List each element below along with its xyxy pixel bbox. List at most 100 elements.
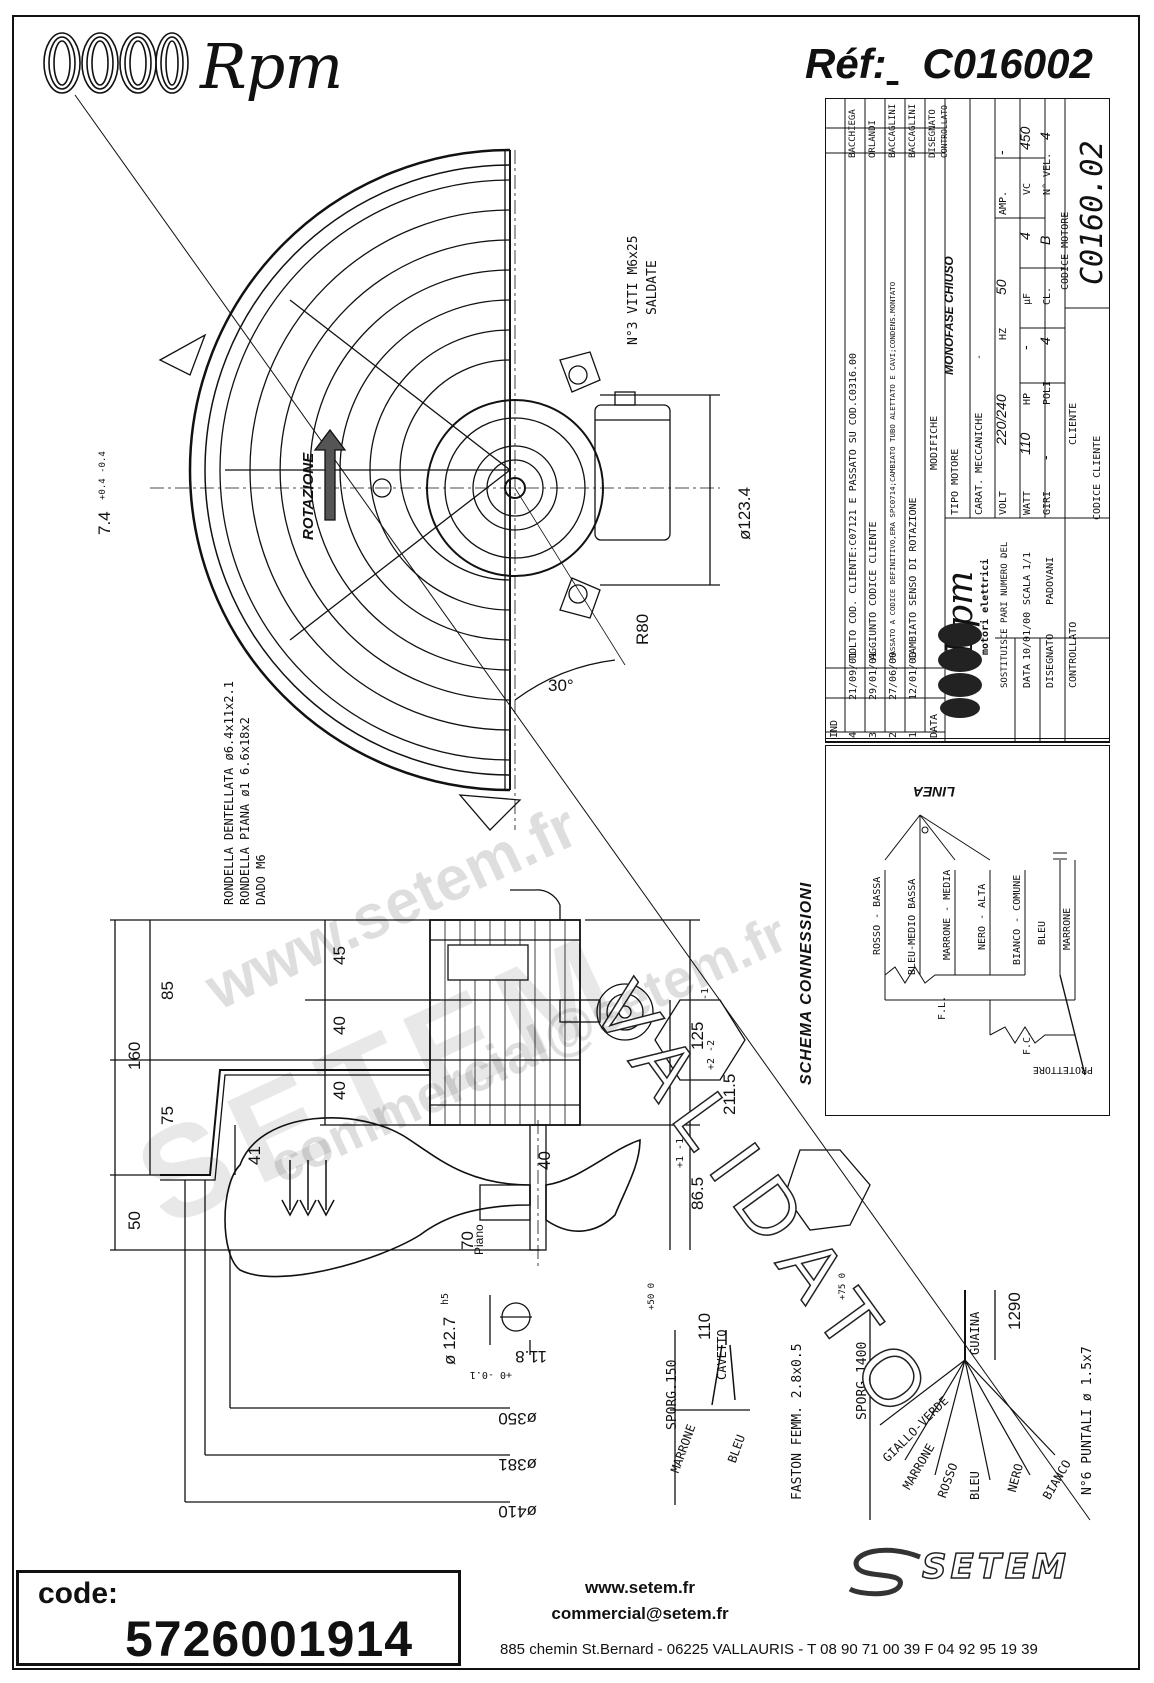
codice-motore-value: C0160.02	[1075, 140, 1110, 286]
ref-value: C016002	[922, 40, 1093, 87]
rev-4-text: TOLTO COD. CLIENTE:C07121 E PASSATO SU C…	[848, 352, 859, 660]
wire-nero-alta: NERO - ALTA	[977, 883, 988, 950]
sostituisce-label: SOSTITUISCE PARI NUMERO DEL	[1000, 541, 1010, 688]
rotazione-label: ROTAZIONE	[300, 452, 317, 540]
disegnato-value: PADOVANI	[1045, 556, 1056, 605]
dim-85: 85	[158, 981, 177, 1000]
dim-410: ø410	[498, 1502, 537, 1521]
col-disegnato: DISEGNATO	[928, 109, 938, 158]
col-controllato: CONTROLLATO	[940, 105, 949, 158]
uf-value: 4	[1017, 232, 1033, 240]
wire-marrone-media: MARRONE - MEDIA	[942, 869, 953, 960]
puntali-label: N°6 PUNTALI ø 1.5x7	[1080, 1346, 1095, 1495]
dim-7-4: 7.4	[95, 511, 114, 535]
wire-bleu-medio-bassa: BLEU-MEDIO BASSA	[907, 878, 918, 975]
rev-2-ind: 2	[888, 731, 899, 738]
dim-angle: 30°	[548, 676, 574, 695]
disegnato-label: DISEGNATO	[1045, 633, 1056, 688]
dim-110: 110	[695, 1312, 714, 1340]
wire-bianco-comune: BIANCO - COMUNE	[1012, 874, 1023, 965]
tipo-motore-label: TIPO MOTORE	[950, 448, 961, 515]
cl-value: B	[1037, 235, 1053, 245]
wiring-diagram	[825, 745, 1110, 1116]
wiring-fl: F.L.	[937, 995, 948, 1020]
amp-label: AMP.	[998, 190, 1009, 215]
dim-40-c: 40	[535, 1151, 554, 1170]
brand-name: Rpm	[200, 30, 343, 103]
tol-12-7: h5	[440, 1292, 451, 1305]
dim-11-8: 11.8	[515, 1347, 547, 1366]
wire-right-bleu: BLEU	[968, 1471, 982, 1500]
setem-swoosh-icon	[848, 1547, 921, 1597]
dim-r80: R80	[633, 613, 652, 645]
rev-3-text: AGGIUNTO CODICE CLIENTE	[868, 521, 879, 660]
rev-4-ind: 4	[848, 731, 859, 738]
rev-1-by: BACCAGLINI	[908, 103, 918, 158]
cliente-label: CLIENTE	[1068, 402, 1079, 445]
rev-4-by: BACCHIEGA	[848, 109, 858, 158]
guaina-label: GUAINA	[968, 1311, 982, 1355]
codice-motore-label: CODICE MOTORE	[1060, 211, 1071, 290]
volt-value: 220/240	[993, 394, 1009, 445]
piano-label: Piano	[472, 1224, 486, 1255]
controllato-label: CONTROLLATO	[1068, 621, 1079, 688]
rev-2-by: BACCAGLINI	[888, 103, 898, 158]
dado: DADO M6	[254, 854, 268, 905]
dim-50: 50	[125, 1211, 144, 1230]
wiring-fc: F.C.	[1022, 1030, 1033, 1055]
rev-2-text: PASSATO A CODICE DEFINITIVO,ERA SPC0714;…	[888, 281, 897, 660]
poli-label: POLI	[1042, 380, 1053, 405]
rondella-2: RONDELLA PIANA ø1 6.6x18x2	[238, 717, 252, 905]
watt-value: 110	[1017, 432, 1033, 455]
uf-label: µF	[1022, 292, 1033, 305]
data-value: 10/01/00	[1022, 611, 1033, 660]
hz-label: HZ	[998, 327, 1009, 340]
code-value: 5726001914	[125, 1611, 414, 1667]
code-label: code:	[38, 1577, 119, 1610]
giri-label: GIRI	[1042, 490, 1053, 515]
vc-value: 450	[1017, 126, 1033, 150]
rpm-coil-logo	[43, 32, 189, 94]
wiring-title: SCHEMA CONNESSIONI	[798, 881, 815, 1085]
rev-1-ind: 1	[908, 731, 919, 738]
footer-email[interactable]: commercial@setem.fr	[551, 1604, 729, 1623]
title-logo-coils	[938, 623, 982, 718]
wire-marrone: MARRONE	[1062, 907, 1073, 950]
cavetto-label: CAVETTO	[715, 1329, 729, 1380]
rondella-1: RONDELLA DENTELLATA ø6.4x11x2.1	[222, 681, 236, 905]
nvel-value: 4	[1037, 132, 1053, 140]
nvel-label: N° VEL.	[1042, 152, 1053, 195]
code-box	[16, 1570, 461, 1666]
ref-label: Réf:	[805, 40, 887, 87]
drawing-frame	[12, 15, 1140, 1670]
col-modifiche: MODIFICHE	[929, 415, 940, 470]
hp-label: HP	[1022, 392, 1033, 405]
tipo-motore-value: MONOFASE CHIUSO	[942, 256, 956, 375]
wire-rosso-bassa: ROSSO - BASSA	[872, 876, 883, 955]
watt-label: WATT	[1022, 490, 1033, 515]
dim-160: 160	[125, 1041, 144, 1070]
rev-3-ind: 3	[868, 731, 879, 738]
data-label: DATA	[1022, 663, 1033, 688]
carat-value: -	[974, 353, 985, 360]
dim-1290: 1290	[1005, 1292, 1024, 1330]
title-block-frame	[825, 98, 1110, 743]
dim-350: ø350	[498, 1409, 537, 1428]
viti-label: N°3 VITI M6x25	[626, 235, 641, 345]
codice-cliente-label: CODICE CLIENTE	[1092, 435, 1103, 520]
saldate-label: SALDATE	[645, 260, 660, 315]
faston-label: FASTON FEMM. 2.8x0.5	[790, 1343, 805, 1500]
scala-value: 1/1	[1022, 551, 1033, 570]
wiring-protettore: PROTETTORE	[1032, 1064, 1093, 1075]
footer-website[interactable]: www.setem.fr	[585, 1578, 695, 1597]
volt-label: VOLT	[998, 490, 1009, 515]
rev-3-by: ORLANDI	[868, 120, 878, 158]
hp-value: -	[1017, 345, 1033, 350]
tol-7-4: +0.4 -0.4	[98, 451, 108, 500]
giri-value: -	[1037, 455, 1053, 460]
footer-address: 885 chemin St.Bernard - 06225 VALLAURIS …	[500, 1641, 1038, 1658]
poli-value: 4	[1037, 337, 1053, 345]
scala-label: SCALA	[1022, 574, 1033, 605]
dim-12-7: ø 12.7	[440, 1316, 459, 1365]
vc-label: VC	[1022, 182, 1033, 195]
